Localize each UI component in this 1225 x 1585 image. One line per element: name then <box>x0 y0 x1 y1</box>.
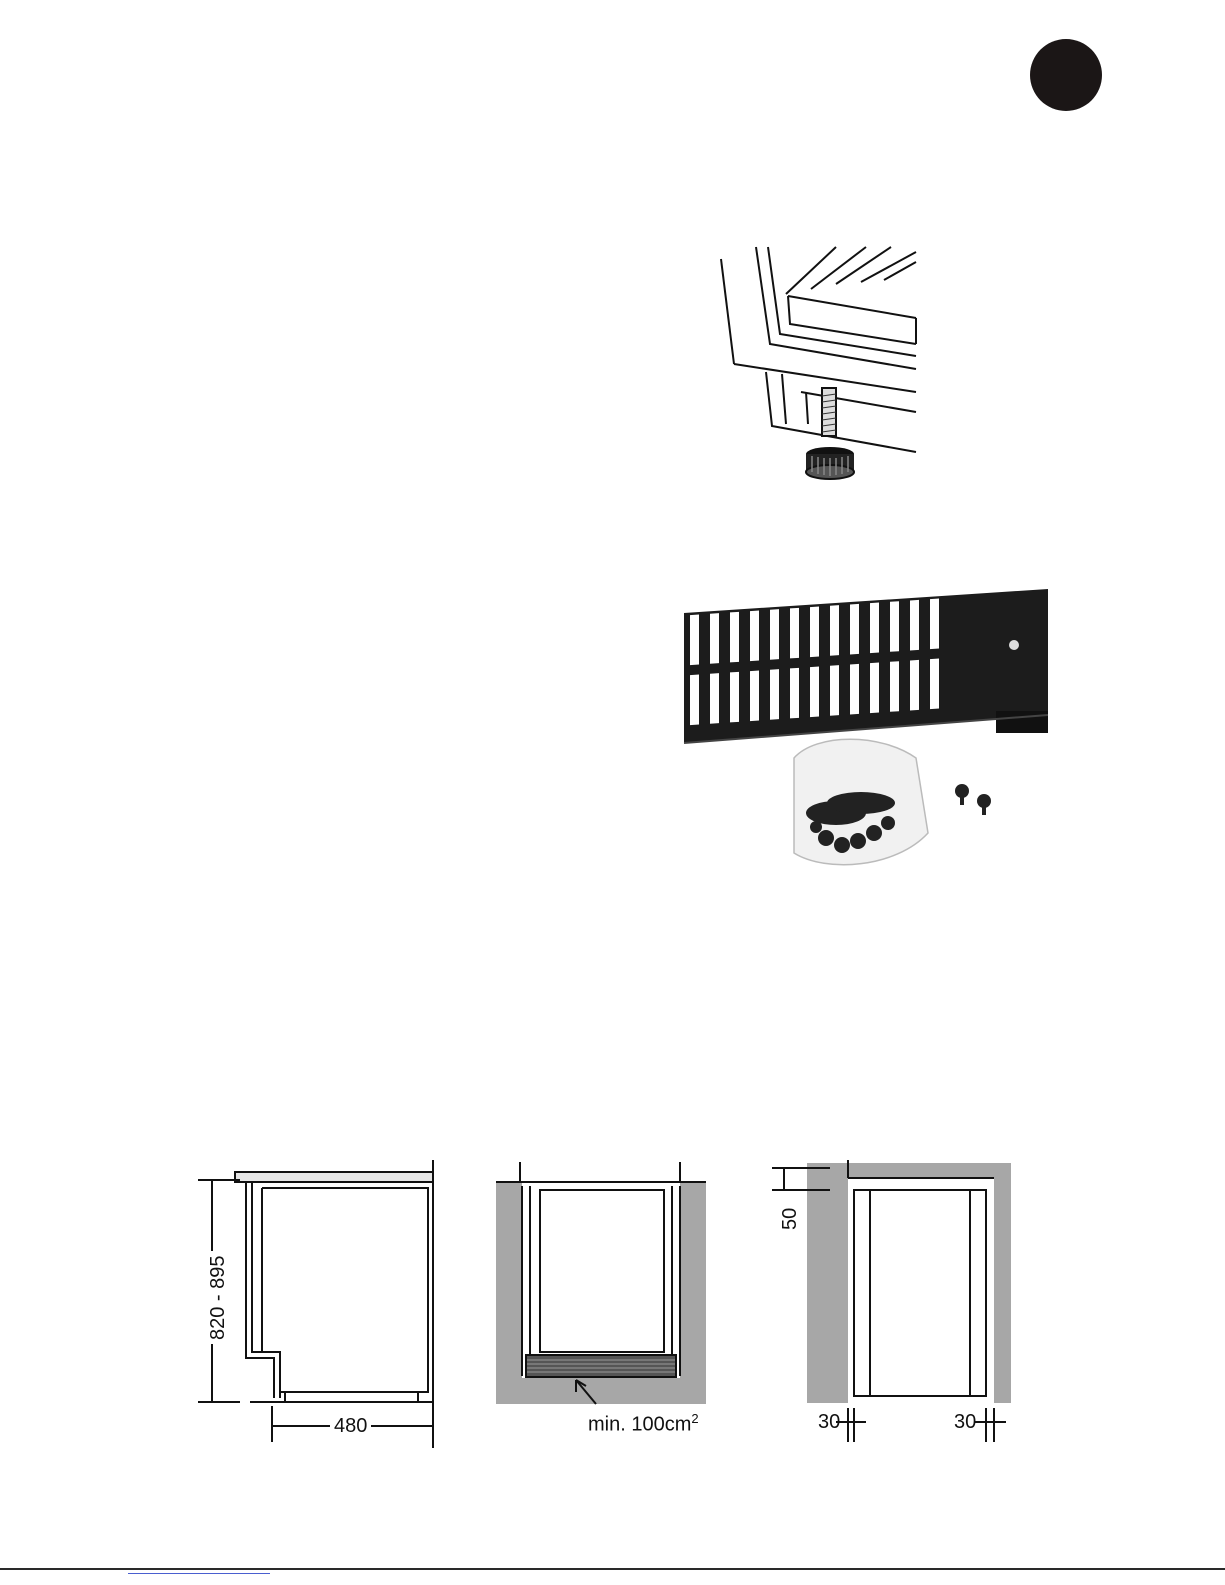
page-marker-badge <box>1030 39 1102 111</box>
niche-front-drawing <box>496 1160 708 1405</box>
leveling-foot-illustration <box>716 244 921 484</box>
vent-area-unit-exponent: 2 <box>691 1411 698 1426</box>
niche-side-diagram: 820 - 895 480 <box>190 1160 450 1450</box>
niche-front-diagram: min. 100cm2 <box>496 1160 708 1405</box>
vent-area-label: min. 100cm2 <box>588 1412 699 1435</box>
height-dimension-label: 820 - 895 <box>208 1251 228 1344</box>
depth-dimension-label: 480 <box>330 1416 371 1436</box>
footer-link-underline[interactable] <box>128 1573 270 1574</box>
footer-rule <box>0 1568 1225 1570</box>
niche-clearance-drawing <box>770 1160 1020 1450</box>
left-gap-label: 30 <box>818 1412 840 1432</box>
right-gap-label: 30 <box>954 1412 976 1432</box>
leveling-foot-icon <box>716 244 921 484</box>
niche-clearance-diagram: 50 30 30 <box>770 1160 1020 1450</box>
vent-grille-illustration <box>676 583 1071 883</box>
vent-grille-icon <box>676 583 1071 883</box>
top-gap-label: 50 <box>780 1206 800 1232</box>
niche-side-drawing <box>190 1160 450 1450</box>
vent-area-value: min. 100cm <box>588 1414 691 1436</box>
